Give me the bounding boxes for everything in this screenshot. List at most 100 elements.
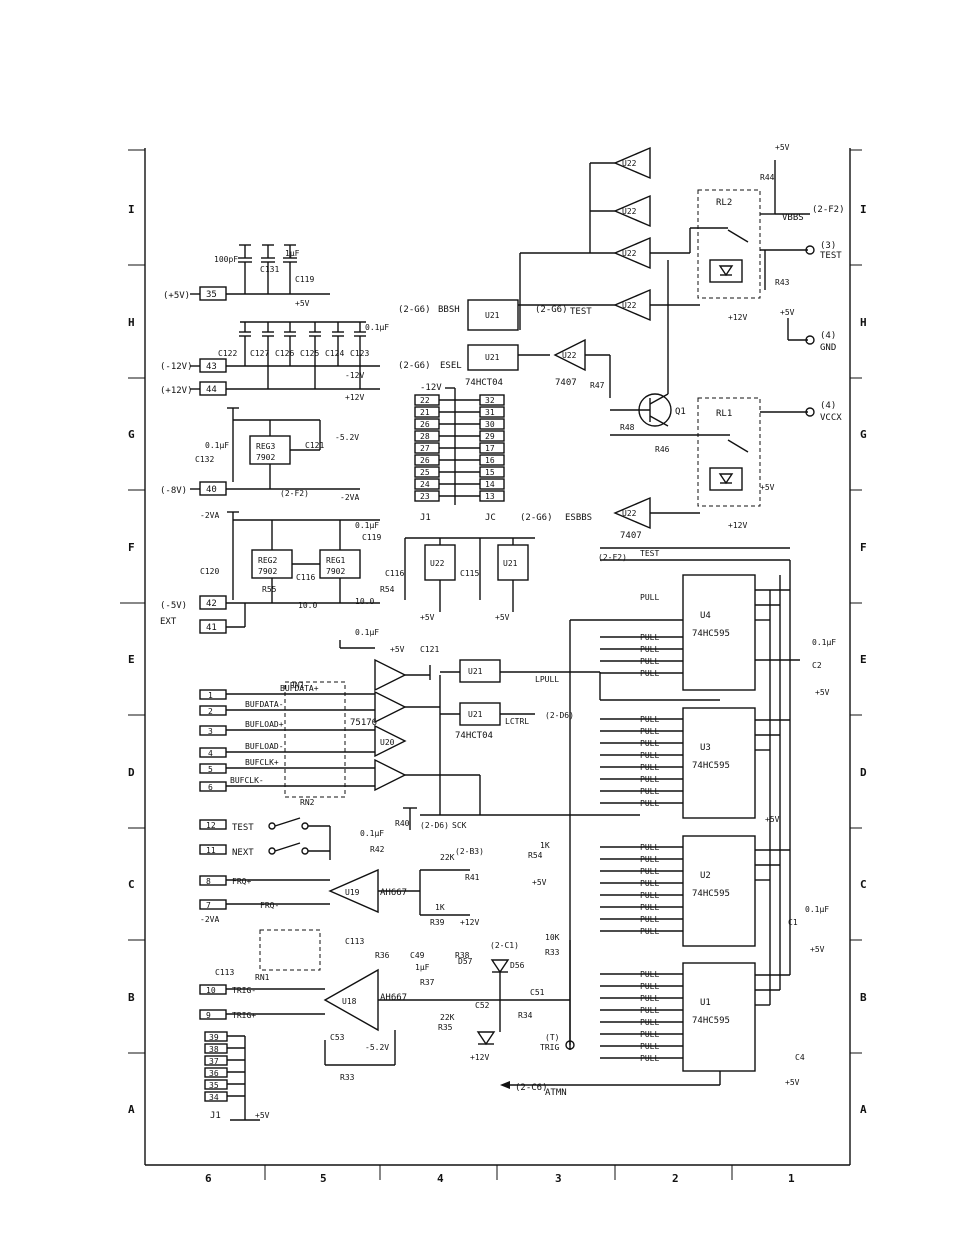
svg-text:35: 35 bbox=[206, 290, 217, 300]
svg-text:38: 38 bbox=[209, 1045, 219, 1054]
svg-text:R46: R46 bbox=[655, 445, 670, 454]
svg-text:0.1μF: 0.1μF bbox=[805, 905, 829, 914]
zone-labels-right: I H G F E D C B A bbox=[860, 203, 867, 1116]
svg-text:C53: C53 bbox=[330, 1033, 345, 1042]
svg-text:U21: U21 bbox=[503, 559, 518, 568]
comparator-u19: U19 AH667 8 7 FRQ+ FRQ- -2VA 22K R41 R39… bbox=[199, 845, 484, 971]
svg-text:C121: C121 bbox=[420, 645, 439, 654]
svg-text:(2-B3): (2-B3) bbox=[455, 847, 484, 856]
svg-text:RL1: RL1 bbox=[716, 409, 732, 419]
decoupling-u21-u22: U22 U21 C116 C115 +5V +5V bbox=[385, 537, 535, 622]
svg-text:(3): (3) bbox=[820, 241, 836, 251]
svg-text:R54: R54 bbox=[528, 851, 543, 860]
svg-text:13: 13 bbox=[485, 492, 495, 501]
svg-text:C126: C126 bbox=[275, 349, 294, 358]
svg-text:AH667: AH667 bbox=[380, 993, 407, 1003]
svg-text:74HCT04: 74HCT04 bbox=[455, 731, 493, 741]
svg-text:U21: U21 bbox=[485, 353, 500, 362]
svg-text:29: 29 bbox=[485, 432, 495, 441]
svg-text:BUFCLK-: BUFCLK- bbox=[230, 776, 264, 785]
svg-text:C120: C120 bbox=[200, 567, 219, 576]
svg-text:1μF: 1μF bbox=[415, 963, 430, 972]
svg-text:34: 34 bbox=[209, 1093, 219, 1102]
svg-text:BUFDATA-: BUFDATA- bbox=[245, 700, 284, 709]
esbbs-buffer: U22 ESBBS (2-G6) 7407 bbox=[520, 496, 700, 541]
svg-text:C113: C113 bbox=[215, 968, 234, 977]
svg-text:100pF: 100pF bbox=[214, 255, 238, 264]
svg-text:C1: C1 bbox=[788, 918, 798, 927]
svg-text:U22: U22 bbox=[562, 351, 577, 360]
svg-text:R47: R47 bbox=[590, 381, 605, 390]
shift-register-u1: U1 74HC595 PULL PULL PULL PULL PULL PULL… bbox=[600, 962, 805, 1087]
svg-text:7902: 7902 bbox=[256, 453, 275, 462]
svg-text:R43: R43 bbox=[775, 278, 790, 287]
svg-text:7902: 7902 bbox=[326, 567, 345, 576]
svg-text:22K: 22K bbox=[440, 853, 455, 862]
svg-text:RN2: RN2 bbox=[300, 798, 315, 807]
svg-text:U21: U21 bbox=[485, 311, 500, 320]
svg-text:+5V: +5V bbox=[785, 1078, 800, 1087]
bottom-header: 39 38 37 36 35 34 J1 +5V bbox=[204, 1031, 270, 1121]
header-pin-block: -12V 22 21 26 28 27 26 25 24 23 32 31 30… bbox=[414, 383, 505, 523]
zone-bottom-5: 5 bbox=[320, 1172, 327, 1185]
svg-text:U18: U18 bbox=[342, 997, 357, 1006]
svg-text:TEST: TEST bbox=[640, 549, 659, 558]
svg-text:(2-F2): (2-F2) bbox=[812, 205, 845, 215]
svg-text:BBSH: BBSH bbox=[438, 305, 460, 315]
zone-bottom-3: 3 bbox=[555, 1172, 562, 1185]
svg-text:0.1μF: 0.1μF bbox=[205, 441, 229, 450]
svg-text:74HC595: 74HC595 bbox=[692, 761, 730, 771]
u21-inverters-mid: U21 LPULL U21 LCTRL (2-D6) 74HCT04 SCK (… bbox=[420, 659, 601, 830]
svg-text:35: 35 bbox=[209, 1081, 219, 1090]
svg-text:LCTRL: LCTRL bbox=[505, 717, 529, 726]
svg-text:SCK: SCK bbox=[452, 821, 467, 830]
u21-logic: U21 BBSH (2-G6) U21 ESEL (2-G6) 74HCT04 … bbox=[398, 299, 611, 398]
svg-text:U21: U21 bbox=[468, 710, 483, 719]
svg-text:REG1: REG1 bbox=[326, 556, 345, 565]
svg-text:-2VA: -2VA bbox=[340, 493, 359, 502]
svg-text:FRQ-: FRQ- bbox=[260, 901, 279, 910]
svg-text:31: 31 bbox=[485, 408, 495, 417]
svg-text:(2-F2): (2-F2) bbox=[280, 489, 309, 498]
svg-text:TEST: TEST bbox=[820, 251, 842, 261]
svg-text:REG2: REG2 bbox=[258, 556, 277, 565]
zone-right-e: E bbox=[860, 653, 867, 666]
svg-text:-5.2V: -5.2V bbox=[335, 433, 359, 442]
svg-text:2: 2 bbox=[208, 707, 213, 716]
svg-text:23: 23 bbox=[420, 492, 430, 501]
svg-text:+12V: +12V bbox=[460, 918, 479, 927]
svg-text:26: 26 bbox=[420, 420, 430, 429]
svg-text:U22: U22 bbox=[622, 249, 637, 258]
svg-text:37: 37 bbox=[209, 1057, 219, 1066]
zone-left-f: F bbox=[128, 541, 135, 554]
svg-text:U22: U22 bbox=[622, 301, 637, 310]
svg-text:+5V: +5V bbox=[532, 878, 547, 887]
svg-text:+5V: +5V bbox=[390, 645, 405, 654]
svg-text:+5V: +5V bbox=[810, 945, 825, 954]
svg-text:D56: D56 bbox=[510, 961, 525, 970]
svg-text:U21: U21 bbox=[468, 667, 483, 676]
transistor-q1: Q1 R48 R46 bbox=[610, 260, 730, 454]
svg-text:RL2: RL2 bbox=[716, 198, 732, 208]
svg-text:10K: 10K bbox=[545, 933, 560, 942]
svg-text:9: 9 bbox=[206, 1011, 211, 1020]
shift-register-u2: U2 74HC595 PULL PULL PULL PULL PULL PULL… bbox=[600, 835, 829, 954]
zone-left-d: D bbox=[128, 766, 135, 779]
svg-text:36: 36 bbox=[209, 1069, 219, 1078]
svg-text:32: 32 bbox=[485, 396, 495, 405]
svg-text:+5V: +5V bbox=[765, 815, 780, 824]
svg-text:74HC595: 74HC595 bbox=[692, 889, 730, 899]
svg-text:R44: R44 bbox=[760, 173, 775, 182]
svg-text:75176: 75176 bbox=[350, 718, 377, 728]
svg-text:26: 26 bbox=[420, 456, 430, 465]
svg-text:AH667: AH667 bbox=[380, 888, 407, 898]
power-connector-5v: (+5V) 35 +5V 100pF C131 C119 1μF bbox=[163, 244, 330, 308]
svg-text:C119: C119 bbox=[362, 533, 381, 542]
svg-text:(2-G6): (2-G6) bbox=[398, 305, 431, 315]
svg-text:GND: GND bbox=[820, 343, 836, 353]
svg-text:U4: U4 bbox=[700, 611, 711, 621]
svg-text:R55: R55 bbox=[262, 585, 277, 594]
svg-text:C131: C131 bbox=[260, 265, 279, 274]
svg-text:C116: C116 bbox=[296, 573, 315, 582]
